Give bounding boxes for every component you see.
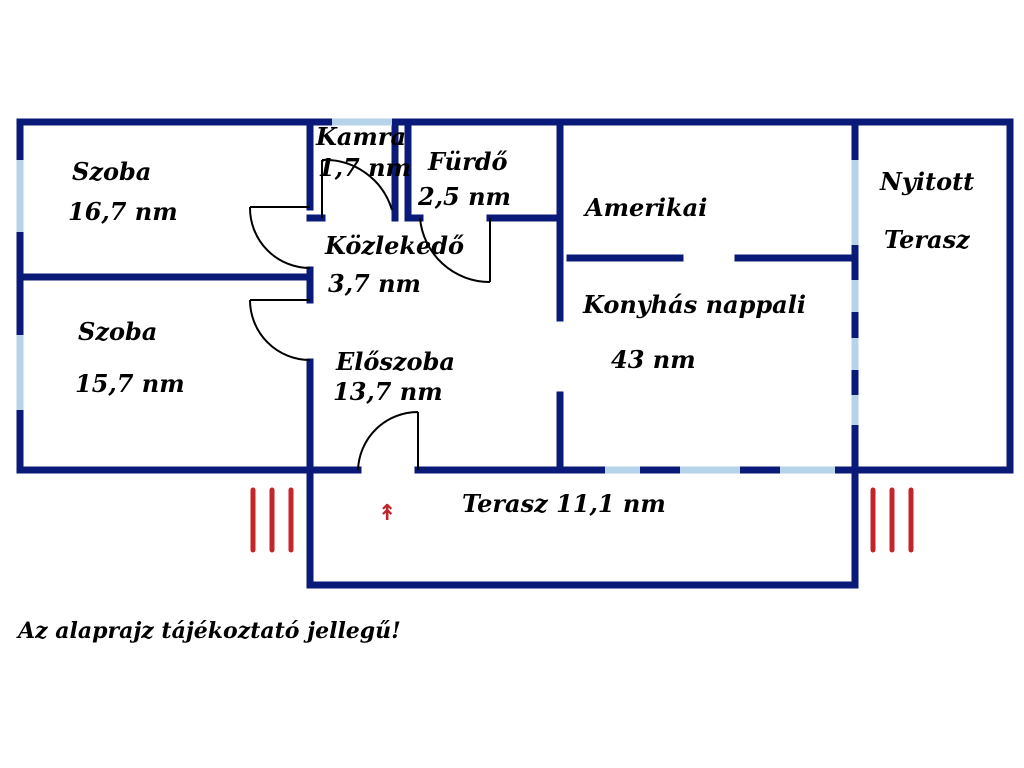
kozleked-area: 3,7 nm [328, 269, 421, 298]
windows [16, 118, 859, 474]
konyhas-area: 43 nm [611, 345, 696, 374]
nyitott-terasz-line2: Terasz [884, 225, 971, 254]
entrance-arrow-icon: ↟ [378, 501, 396, 526]
furdo-area: 2,5 nm [417, 182, 511, 211]
nyitott-terasz-line1: Nyitott [879, 167, 974, 196]
eloszoba-name: Előszoba [335, 347, 455, 376]
furdo-name: Fürdő [427, 147, 508, 176]
szoba2-name: Szoba [78, 317, 157, 346]
disclaimer-note: Az alaprajz tájékoztató jellegű! [18, 618, 401, 644]
door-kamra [321, 158, 393, 218]
door-szoba-1 [248, 206, 311, 269]
eloszoba-area: 13,7 nm [333, 377, 443, 406]
szoba1-name: Szoba [72, 157, 151, 186]
terasz-label: Terasz 11,1 nm [462, 489, 666, 518]
amerikai-name: Amerikai [583, 193, 707, 222]
door-swings [248, 158, 491, 471]
szoba1-area: 16,7 nm [68, 197, 178, 226]
szoba2-area: 15,7 nm [75, 369, 185, 398]
door-szoba-2 [249, 299, 311, 361]
heaters [250, 487, 914, 553]
konyhas-name: Konyhás nappali [582, 290, 806, 319]
door-entrance [357, 411, 419, 471]
room-labels: Szoba 16,7 nm Kamra 1,7 nm Fürdő 2,5 nm … [68, 122, 974, 518]
kamra-area: 1,7 nm [318, 153, 411, 182]
kozleked-name: Közlekedő [324, 231, 464, 260]
door-furdo [419, 217, 491, 284]
kamra-name: Kamra [315, 122, 406, 151]
